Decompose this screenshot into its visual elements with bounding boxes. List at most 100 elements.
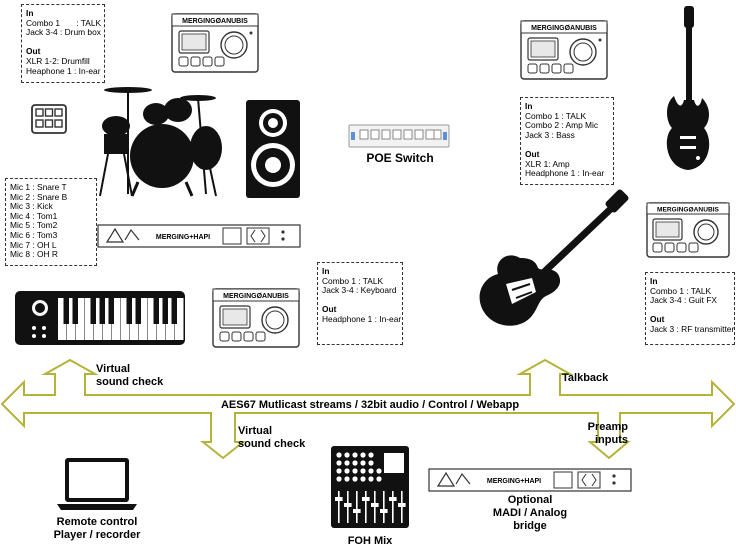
- box-line: Jack 3-4 : Drum box: [26, 27, 101, 38]
- box-line: Combo 1 : TALK: [525, 110, 587, 121]
- white-key: [166, 298, 175, 340]
- box-line: Mic 5 : Tom2: [10, 220, 58, 231]
- white-key: [157, 298, 166, 340]
- anubis-brand-label: MERGINGØANUBIS: [531, 25, 597, 32]
- box-line: Combo 1 : TALK: [322, 275, 384, 286]
- white-key: [148, 298, 157, 340]
- laptop-icon: [57, 458, 137, 510]
- box-line: Combo 2 : Amp Mic: [525, 120, 599, 131]
- box-line: Combo 1 : TALK: [650, 285, 712, 296]
- hapi-brand-label: MERGING+HAPI: [487, 478, 541, 485]
- mixer-knob: [368, 460, 374, 466]
- aes67-bus-arrow: [0, 358, 736, 460]
- fader-knob: [398, 503, 406, 507]
- hapi-brand-label: MERGING+HAPI: [156, 234, 210, 241]
- remote-control-label: Remote control Player / recorder: [53, 516, 141, 541]
- bass-guitar-icon: [666, 6, 710, 170]
- mixer-knob: [336, 460, 342, 466]
- mixer-knob: [352, 452, 358, 458]
- mixer-faders: [335, 491, 406, 523]
- keyboard-keys: [58, 298, 184, 340]
- white-key: [139, 298, 148, 340]
- hapi-preamp-bridge: MERGING+HAPI: [428, 468, 632, 492]
- white-key: [175, 298, 184, 340]
- hapi-preamp-drums: MERGING+HAPI: [97, 224, 301, 248]
- mixer-knob: [360, 452, 366, 458]
- box-line: Headphone 1 : In-ear: [525, 168, 605, 179]
- fader-knob: [353, 509, 361, 513]
- aes67-bus-label: AES67 Mutlicast streams / 32bit audio / …: [220, 399, 520, 411]
- electric-guitar-icon: [479, 189, 629, 326]
- black-key: [63, 298, 69, 324]
- drum-pad-icon: [31, 104, 67, 134]
- box-line: Out: [525, 148, 540, 159]
- mixer-knob: [344, 476, 350, 482]
- white-key: [121, 298, 130, 340]
- fader-track: [365, 491, 367, 523]
- white-key: [58, 298, 67, 340]
- foh-mix-label: FOH Mix: [347, 535, 393, 547]
- box-line: In: [525, 101, 533, 111]
- box-line: Jack 3 : Bass: [525, 129, 575, 140]
- box-line: Mic 8 : OH R: [10, 249, 58, 260]
- black-key: [90, 298, 96, 324]
- mixer-knob: [376, 476, 382, 482]
- fader-knob: [389, 497, 397, 501]
- mixer-knob: [336, 468, 342, 474]
- black-key: [135, 298, 141, 324]
- mixer-knob: [344, 468, 350, 474]
- preamp-inputs-label: Preamp inputs: [587, 421, 628, 446]
- mixer-knob: [360, 460, 366, 466]
- black-key: [72, 298, 78, 324]
- mixer-knob: [336, 476, 342, 482]
- box-line: Mic 6 : Tom3: [10, 229, 58, 240]
- fader-track: [356, 491, 358, 523]
- anubis-brand-label: MERGINGØANUBIS: [223, 293, 289, 300]
- fader-knob: [362, 497, 370, 501]
- box-line: Jack 3 : RF transmitter: [650, 323, 735, 334]
- box-line: Mic 7 : OH L: [10, 239, 57, 250]
- white-key: [94, 298, 103, 340]
- black-key: [162, 298, 168, 324]
- box-line: XLR 1-2: Drumfill: [26, 55, 90, 66]
- virtual-sound-check-top-label: Virtual sound check: [96, 363, 164, 388]
- anubis-unit-keyboard: MERGINGØANUBIS: [212, 288, 300, 348]
- box-line: Jack 3-4 : Keyboard: [322, 285, 397, 296]
- anubis-unit-drummer: MERGINGØANUBIS: [171, 13, 259, 73]
- mixer-knob: [368, 452, 374, 458]
- fader-knob: [335, 497, 343, 501]
- box-line: Mic 1 : Snare T: [10, 182, 67, 192]
- box-line: Jack 3-4 : Guit FX: [650, 295, 718, 306]
- mixer-knob: [360, 476, 366, 482]
- fader-track: [338, 491, 340, 523]
- fader-track: [392, 491, 394, 523]
- black-key: [108, 298, 114, 324]
- midi-keyboard-icon: [15, 291, 185, 345]
- box-line: In: [26, 8, 34, 18]
- box-line: Mic 2 : Snare B: [10, 191, 68, 202]
- fader-knob: [344, 503, 352, 507]
- box-line: Out: [26, 46, 41, 57]
- box-line: Out: [650, 314, 665, 325]
- mixer-knob: [352, 460, 358, 466]
- mixer-knob: [344, 452, 350, 458]
- poe-switch-label: POE Switch: [366, 151, 434, 165]
- mixer-knob: [368, 468, 374, 474]
- black-key: [171, 298, 177, 324]
- talkback-label: Talkback: [562, 372, 609, 384]
- box-line: XLR 1: Amp: [525, 158, 570, 169]
- anubis-brand-label: MERGINGØANUBIS: [182, 18, 248, 25]
- mixer-knob: [344, 460, 350, 466]
- fader-track: [383, 491, 385, 523]
- mixer-knobs: [336, 452, 382, 482]
- mixer-knob: [376, 468, 382, 474]
- black-key: [153, 298, 159, 324]
- box-line: Mic 3 : Kick: [10, 201, 53, 212]
- mixer-knob: [352, 476, 358, 482]
- speaker-icon: [246, 100, 300, 198]
